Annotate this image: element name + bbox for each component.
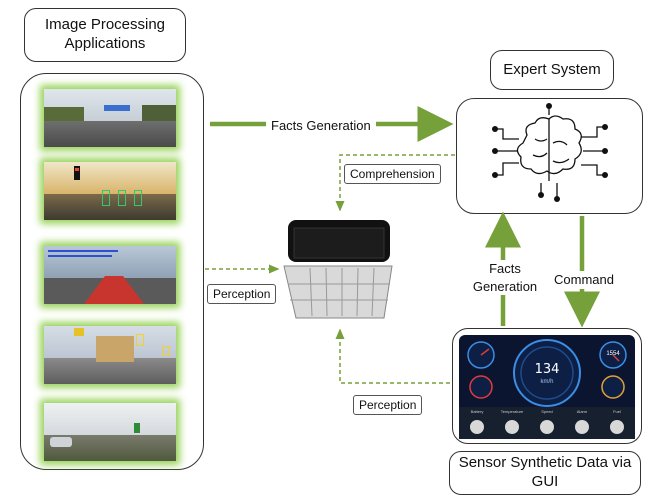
button-label-fuel: Fuel (613, 409, 621, 414)
image-processing-title: Image Processing Applications (24, 8, 186, 62)
label-perception-bottom: Perception (353, 395, 423, 415)
rpm-readout: 1554 (606, 351, 620, 357)
road-thumbnail-1 (44, 89, 176, 147)
button-label-alarm: Alarm (576, 409, 588, 414)
speed-unit: km/h (540, 379, 554, 385)
speed-readout: 134 (534, 362, 560, 377)
button-label-temperature: Temperature (500, 409, 524, 414)
traffic-light-thumbnail (44, 326, 176, 384)
expert-system-box (456, 98, 643, 214)
pedestrian-thumbnail (44, 162, 176, 220)
label-perception-left: Perception (207, 284, 277, 304)
dashboard-screen: 134 km/h 1554 Battery Temperature Speed … (459, 335, 635, 439)
expert-system-title-text: Expert System (503, 60, 601, 78)
label-comprehension: Comprehension (344, 164, 441, 184)
button-label-battery: Battery (470, 409, 484, 414)
dashboard-gauge-icon (459, 339, 635, 439)
sensor-gui-box: 134 km/h 1554 Battery Temperature Speed … (452, 328, 642, 444)
label-command: Command (551, 271, 617, 289)
sensor-data-title-text: Sensor Synthetic Data via GUI (458, 454, 632, 490)
label-facts-generation-top: Facts Generation (266, 117, 376, 135)
arrow-perception-bottom (335, 328, 450, 384)
road-thumbnail-2 (44, 403, 176, 461)
sensor-data-title: Sensor Synthetic Data via GUI (449, 451, 641, 495)
expert-system-title: Expert System (490, 50, 614, 90)
label-facts-generation-vertical: Facts Generation (471, 260, 539, 296)
button-label-speed: Speed (541, 409, 553, 414)
brain-circuit-icon (492, 103, 608, 202)
lane-detection-thumbnail (44, 246, 176, 304)
image-processing-title-text: Image Processing Applications (44, 16, 166, 52)
